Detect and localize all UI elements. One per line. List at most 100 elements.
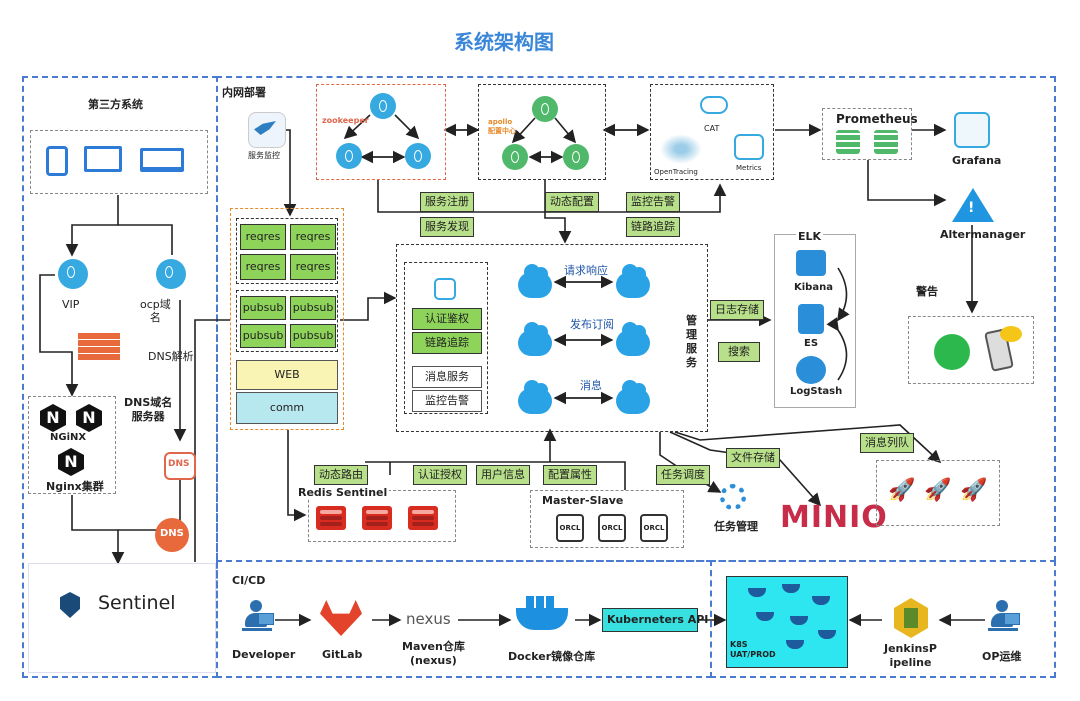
docker-whale-icon [786, 640, 804, 649]
dns-icon-text: DNS [168, 459, 190, 469]
altermanager-label: Altermanager [940, 228, 1026, 241]
opentracing-label: OpenTracing [654, 168, 698, 176]
apollo-node-icon [532, 96, 558, 122]
redis-sentinel-label: Redis Sentinel [296, 486, 390, 499]
tag-monitor-alert: 监控告警 [626, 192, 680, 212]
redis-icon [408, 506, 438, 530]
elk-label: ELK [796, 230, 824, 243]
management-service-box [396, 244, 708, 432]
docker-whale-icon [818, 630, 836, 639]
zookeeper-node-icon [370, 93, 396, 119]
ocp-domain-label: ocp域 名 [140, 298, 171, 324]
sentinel-logo-icon [60, 592, 80, 618]
dns-resolve-label: DNS解析 [148, 350, 194, 363]
master-slave-box [530, 490, 684, 548]
monitoring-box [650, 84, 774, 180]
rocketmq-icon: 🚀 [960, 478, 988, 503]
comm-box: comm [236, 392, 338, 424]
jenkins-inner [904, 608, 918, 628]
zookeeper-node-icon [405, 143, 431, 169]
reqres-box: reqres [240, 224, 286, 250]
logstash-icon [796, 356, 826, 384]
tag-file-store: 文件存储 [726, 448, 780, 468]
cloud-icon [518, 322, 552, 356]
logstash-label: LogStash [790, 386, 843, 397]
minio-logo: MINIO [780, 500, 888, 535]
rocketmq-icon: 🚀 [888, 478, 916, 503]
docker-label: Docker镜像仓库 [508, 650, 596, 663]
kibana-label: Kibana [794, 282, 833, 293]
cicd-title: CI/CD [232, 574, 266, 587]
sentinel-box [28, 563, 216, 673]
master-slave-label: Master-Slave [542, 494, 624, 507]
service-stack-box [230, 208, 344, 430]
oracle-db-icon: ORCL [556, 514, 584, 542]
cloud-icon [518, 264, 552, 298]
third-party-label: 第三方系统 [88, 98, 143, 111]
gateway-monitor: 监控告警 [412, 390, 482, 412]
alert-channels-box [908, 316, 1034, 384]
vip-label: VIP [62, 298, 80, 311]
gateway-msg: 消息服务 [412, 366, 482, 388]
docker-whale-icon [748, 588, 766, 597]
docker-whale-icon [812, 596, 830, 605]
grafana-label: Grafana [952, 154, 1002, 167]
k8s-api-box [602, 608, 698, 632]
developer-label: Developer [232, 648, 296, 661]
docker-containers [526, 596, 556, 608]
nginx-cluster-label: Nginx集群 [46, 480, 104, 493]
cloud-icon [616, 322, 650, 356]
k8s-label: K8S UAT/PROD [730, 640, 776, 659]
gateway-trace: 链路追踪 [412, 332, 482, 354]
apollo-node-icon [502, 144, 528, 170]
jenkins-label: JenkinsP ipeline [884, 642, 937, 669]
maven-label: Maven仓库 (nexus) [402, 640, 465, 667]
sentinel-label: Sentinel [98, 592, 176, 614]
es-label: ES [804, 338, 819, 349]
nexus-logo: nexus [406, 610, 451, 628]
devices-box [30, 130, 208, 194]
wechat-icon [934, 334, 970, 370]
tag-trace: 链路追踪 [626, 217, 680, 237]
cloud-icon [616, 380, 650, 414]
prometheus-box [822, 108, 912, 160]
dns-icon [164, 452, 196, 480]
web-box: WEB [236, 360, 338, 390]
op-label: OP运维 [982, 650, 1022, 663]
service-monitor-label: 服务监控 [248, 151, 280, 160]
cat-cloud-icon [700, 96, 728, 114]
rocketmq-icon: 🚀 [924, 478, 952, 503]
tag-search: 搜索 [718, 342, 760, 362]
docker-icon [516, 608, 568, 630]
reqres-box: reqres [240, 254, 286, 280]
k8s-panel [710, 560, 1056, 678]
gateway-shield-icon [434, 278, 456, 300]
tag-service-register: 服务注册 [420, 192, 474, 212]
tag-service-discovery: 服务发现 [420, 217, 474, 237]
chat-bubble-icon [1000, 326, 1022, 342]
cloud-icon [616, 264, 650, 298]
prometheus-label: Prometheus [836, 112, 918, 126]
gateway-auth: 认证鉴权 [412, 308, 482, 330]
pubsub-box: pubsub [240, 296, 286, 320]
dns-globe-text: DNS [160, 528, 184, 539]
docker-whale-icon [756, 612, 774, 621]
apollo-label: apollo 配置中心 [488, 118, 516, 135]
prometheus-stack-icon [836, 130, 860, 154]
flow-message: 消息 [580, 379, 602, 392]
tablet-icon [46, 146, 68, 176]
tag-user-info: 用户信息 [476, 465, 530, 485]
gateway-box [404, 262, 488, 414]
zookeeper-node-icon [336, 143, 362, 169]
ocp-domain-icon [156, 259, 186, 289]
developer-icon [242, 600, 274, 636]
redis-icon [316, 506, 346, 530]
reqres-box: reqres [290, 254, 336, 280]
pubsub-box: pubsub [240, 324, 286, 348]
vip-icon [58, 259, 88, 289]
manage-service-label: 管 理 服 务 [686, 314, 697, 369]
zookeeper-box [316, 84, 446, 180]
dns-server-label: DNS域名 服务器 [124, 396, 173, 423]
reqres-group [236, 218, 338, 284]
zookeeper-label: zookeeper [322, 116, 369, 125]
